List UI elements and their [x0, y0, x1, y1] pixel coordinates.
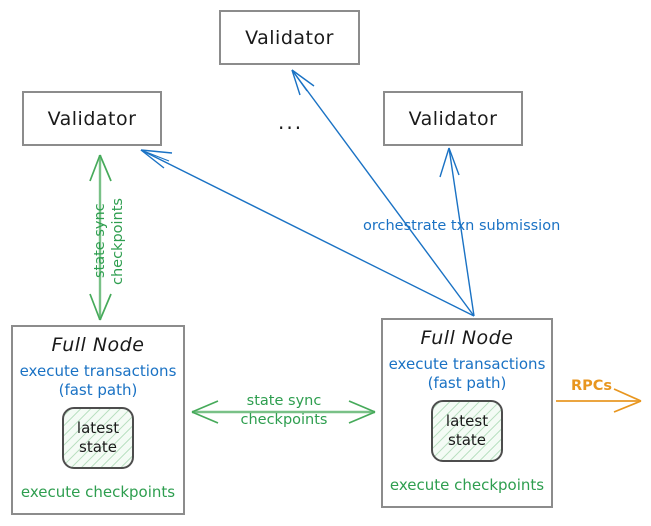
fullnode-left-blue-line2: (fast path) [58, 380, 138, 399]
validator-sync-label-line2: checkpoints [110, 198, 126, 285]
fullnode-left-title: Full Node [51, 334, 145, 356]
fullnode-right-state-box: latest state [431, 399, 503, 462]
fullnode-right-blue-text: execute transactions (fast path) [389, 355, 546, 393]
fullnode-right-box[interactable]: Full Node execute transactions (fast pat… [381, 318, 553, 508]
fullnode-left-state-line1: latest [76, 418, 120, 437]
fullnode-left-blue-text: execute transactions (fast path) [20, 362, 177, 400]
fullnode-left-footer: execute checkpoints [20, 482, 176, 501]
validator-left-label: Validator [47, 107, 137, 130]
validator-right-box[interactable]: Validator [383, 91, 523, 146]
fullnode-left-state-box: latest state [62, 406, 134, 469]
fullnode-right-blue-line1: execute transactions [388, 355, 546, 373]
validator-right-label: Validator [408, 107, 498, 130]
fullnode-right-state-line1: latest [445, 411, 489, 430]
fullnode-sync-label: state sync checkpoints [222, 392, 346, 430]
validator-sync-label-line1: state sync [92, 203, 108, 278]
fullnode-sync-label-line2: checkpoints [240, 411, 328, 428]
validator-top-label: Validator [245, 26, 334, 49]
fullnode-left-state-line2: state [79, 437, 117, 456]
rpcs-label: RPCs [571, 378, 613, 394]
txn-submission-label: orchestrate txn submission [363, 218, 561, 234]
fullnode-left-blue-line1: execute transactions [19, 362, 177, 380]
validator-left-box[interactable]: Validator [22, 91, 162, 146]
fullnode-right-blue-line2: (fast path) [427, 373, 507, 392]
validator-ellipsis: ... [278, 110, 304, 134]
fullnode-right-title: Full Node [420, 327, 514, 349]
validator-top-box[interactable]: Validator [219, 10, 360, 65]
fullnode-right-state-line2: state [448, 430, 486, 449]
fullnode-sync-label-line1: state sync [246, 393, 322, 409]
fullnode-left-box[interactable]: Full Node execute transactions (fast pat… [11, 325, 185, 515]
fullnode-right-footer: execute checkpoints [389, 475, 545, 494]
